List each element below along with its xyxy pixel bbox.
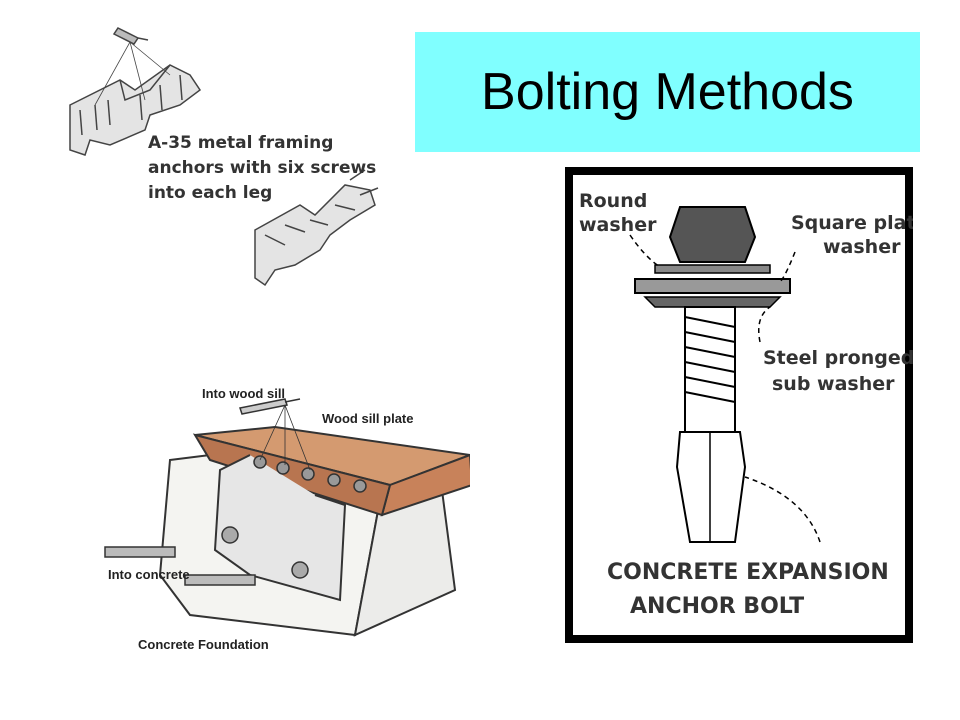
label-square-plate-1: Square plate — [791, 212, 913, 234]
label-into-wood-sill: Into wood sill — [202, 386, 285, 401]
concrete-anchor-icons — [104, 546, 256, 586]
label-concrete-foundation: Concrete Foundation — [138, 637, 269, 652]
concrete-bolts — [221, 526, 309, 579]
label-steel-pronged-2: sub washer — [772, 373, 895, 395]
label-concrete-expansion: CONCRETE EXPANSION — [607, 560, 889, 585]
sill-bolts — [253, 455, 367, 493]
label-round-washer-2: washer — [579, 214, 657, 236]
label-square-plate-2: washer — [823, 236, 901, 258]
framing-caption-line-2: anchors with six screws — [148, 158, 376, 178]
square-plate-washer — [634, 278, 791, 294]
slide-title: Bolting Methods — [481, 63, 854, 121]
label-anchor-bolt: ANCHOR BOLT — [630, 594, 804, 619]
screw-icon — [94, 27, 171, 106]
wood-screw-icon — [239, 398, 311, 471]
wood-sill-plate — [192, 425, 470, 517]
expansion-sleeve — [675, 431, 747, 543]
label-steel-pronged-1: Steel pronged — [763, 347, 913, 369]
pronged-sub-washer — [643, 296, 782, 308]
framing-caption-line-1: A-35 metal framing — [148, 133, 333, 153]
framing-caption-line-3: into each leg — [148, 183, 272, 203]
a35-anchor-lower — [254, 169, 379, 287]
framing-anchor-illustration: A-35 metal framing anchors with six scre… — [50, 20, 410, 295]
slide-title-box: Bolting Methods — [415, 32, 920, 152]
a35-anchor-upper — [69, 64, 202, 156]
label-wood-sill-plate: Wood sill plate — [322, 411, 414, 426]
anchor-bolt-diagram: Round washer Square plate washer Steel p… — [565, 167, 913, 643]
round-washer — [654, 264, 771, 274]
label-round-washer-1: Round — [579, 190, 647, 212]
hex-nut — [668, 206, 757, 263]
label-into-concrete: Into concrete — [108, 567, 190, 582]
sill-foundation-diagram: Into wood sill Wood sill plate Into conc… — [100, 375, 470, 665]
